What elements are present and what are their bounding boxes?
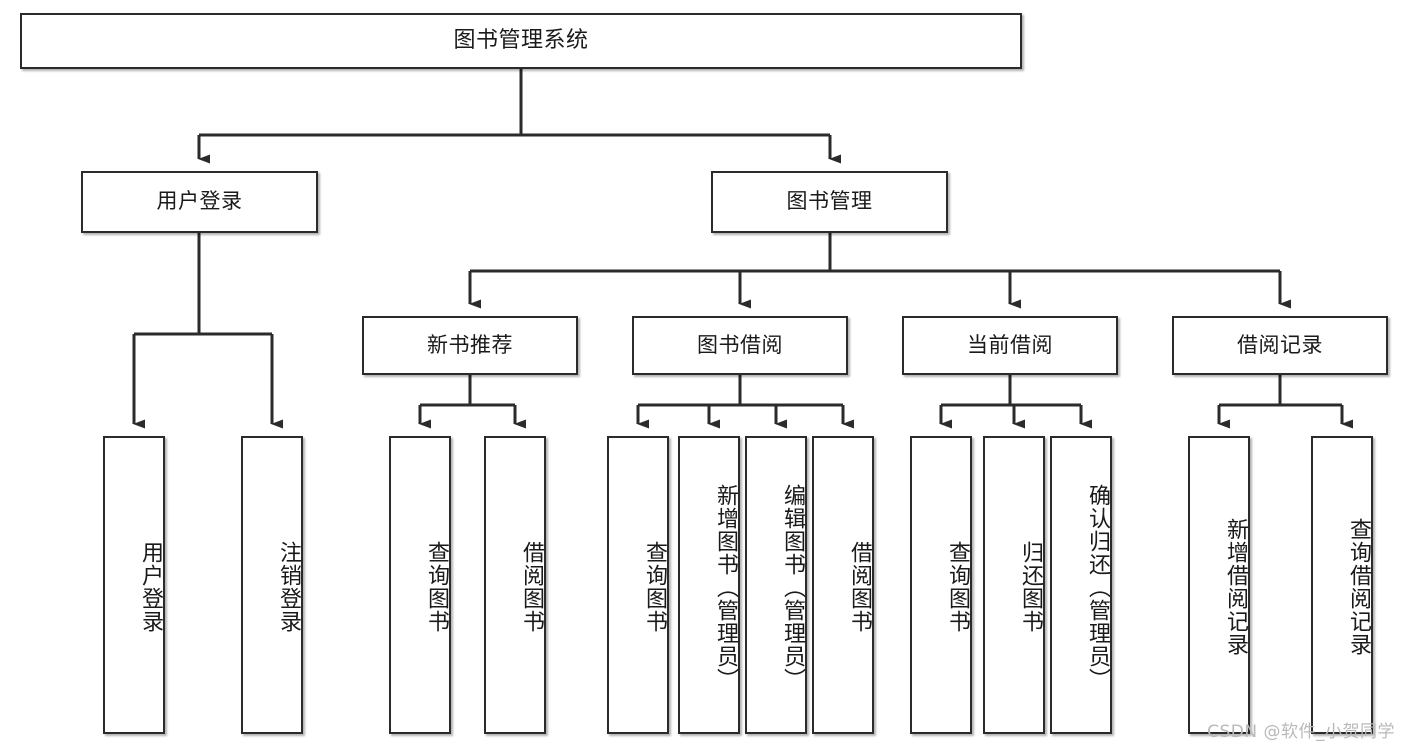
node-leaf-borrow-book-recommend[interactable]: 借阅图书 xyxy=(484,436,546,734)
node-borrow-record[interactable]: 借阅记录 xyxy=(1172,316,1388,375)
node-leaf-add-borrow-record[interactable]: 新增借阅记录 xyxy=(1188,436,1250,734)
node-leaf-user-login[interactable]: 用户登录 xyxy=(103,436,165,734)
watermark-text: CSDN @软件_小贺同学 xyxy=(1207,722,1395,742)
node-leaf-query-book-borrow[interactable]: 查询图书 xyxy=(607,436,669,734)
node-leaf-logout-login[interactable]: 注销登录 xyxy=(241,436,303,734)
node-leaf-return-book[interactable]: 归还图书 xyxy=(983,436,1045,734)
node-user-login[interactable]: 用户登录 xyxy=(81,171,318,233)
node-leaf-query-book-recommend[interactable]: 查询图书 xyxy=(389,436,451,734)
node-book-management[interactable]: 图书管理 xyxy=(711,171,948,233)
node-leaf-edit-book-admin[interactable]: 编辑图书（管理员） xyxy=(745,436,807,734)
node-book-borrow[interactable]: 图书借阅 xyxy=(632,316,848,375)
node-leaf-confirm-return-admin[interactable]: 确认归还（管理员） xyxy=(1050,436,1112,734)
node-current-borrow[interactable]: 当前借阅 xyxy=(902,316,1118,375)
node-leaf-query-book-current[interactable]: 查询图书 xyxy=(910,436,972,734)
node-leaf-add-book-admin[interactable]: 新增图书（管理员） xyxy=(678,436,740,734)
node-new-book-recommend[interactable]: 新书推荐 xyxy=(362,316,578,375)
node-leaf-borrow-book[interactable]: 借阅图书 xyxy=(812,436,874,734)
node-root-book-management-system[interactable]: 图书管理系统 xyxy=(20,13,1022,69)
node-leaf-query-borrow-record[interactable]: 查询借阅记录 xyxy=(1311,436,1373,734)
